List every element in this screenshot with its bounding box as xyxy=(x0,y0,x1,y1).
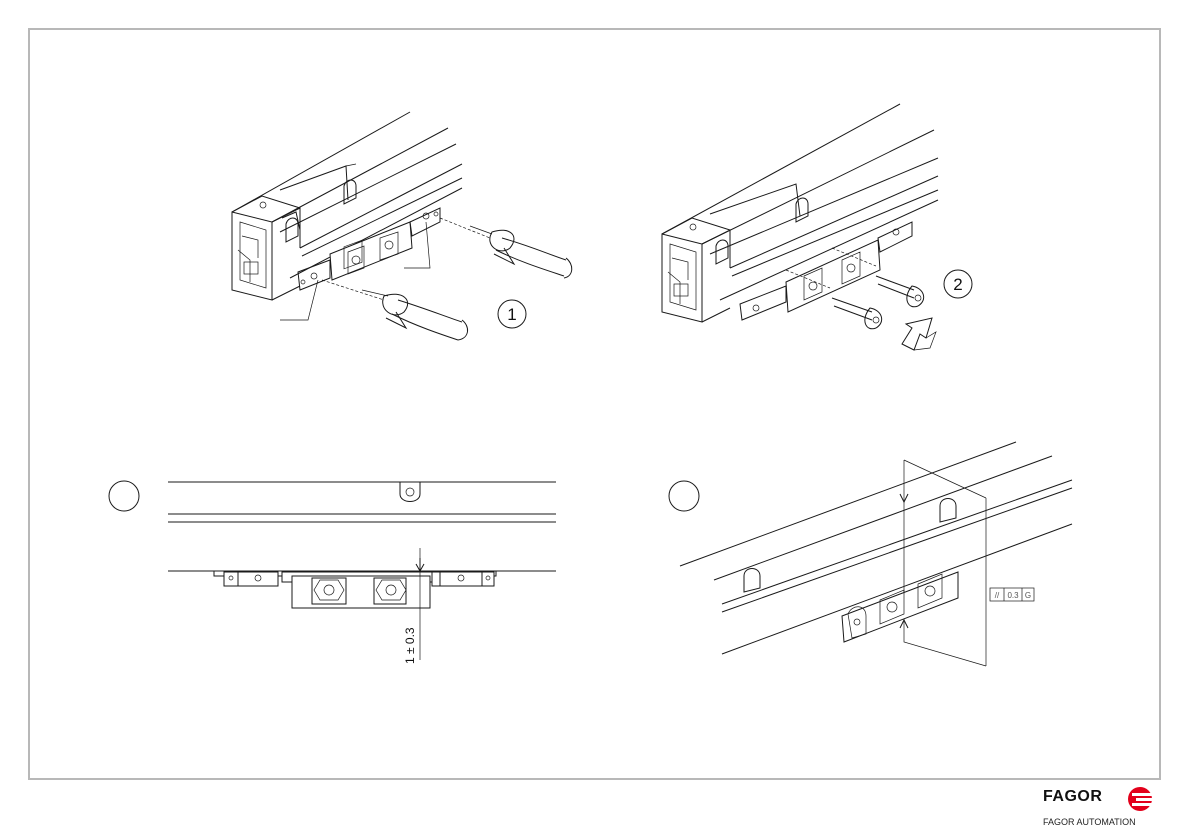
panel-step-2: 2 xyxy=(662,104,972,350)
panel-step-3: 1 ± 0.3 xyxy=(109,481,556,664)
panel-step-1: 1 xyxy=(232,112,572,340)
fagor-logo: FAGOR FAGOR AUTOMATION xyxy=(1039,786,1169,834)
gap-dimension-label: 1 ± 0.3 xyxy=(403,627,417,664)
tolerance-symbol: // xyxy=(995,591,1000,600)
tolerance-value: 0.3 xyxy=(1007,591,1019,600)
logo-wordmark: FAGOR xyxy=(1043,788,1102,806)
panel-step-4: // 0.3 G xyxy=(669,442,1072,666)
step-number-1: 1 xyxy=(507,305,516,324)
company-name: FAGOR AUTOMATION xyxy=(1043,817,1136,827)
tolerance-datum: G xyxy=(1025,591,1031,600)
logo-mark-icon xyxy=(1125,786,1155,812)
step-number-2: 2 xyxy=(953,275,962,294)
